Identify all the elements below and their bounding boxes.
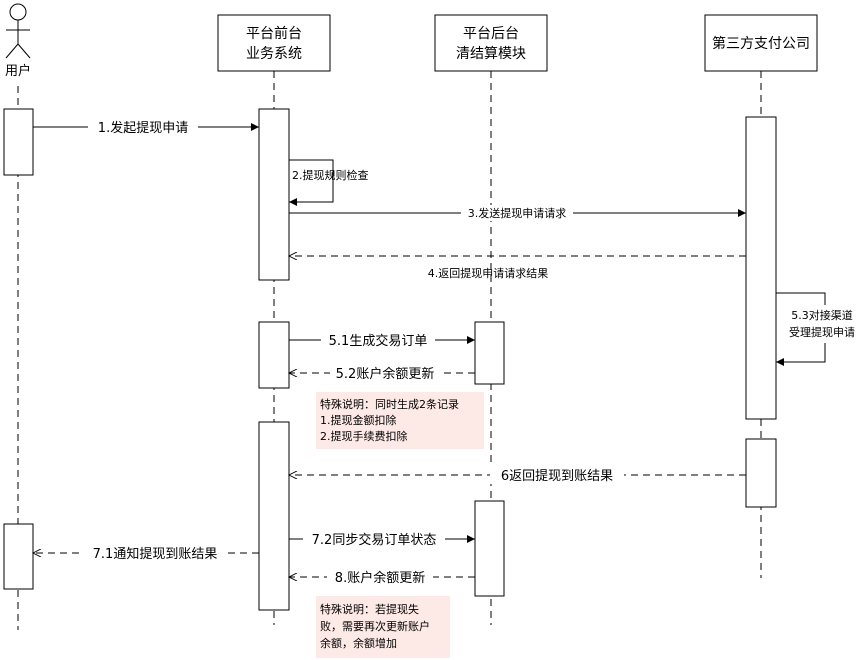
note-2-line1: 特殊说明：若提现失 [320, 602, 419, 616]
backend-activation-2 [474, 500, 505, 597]
third-party-activation-2 [745, 438, 777, 508]
message-5-1-label: 5.1生成交易订单 [329, 333, 428, 349]
message-3-label: 3.发送提现申请请求 [468, 206, 567, 220]
third-party-participant: 第三方支付公司 [704, 14, 818, 72]
note-1-line1: 特殊说明：同时生成2条记录 [320, 397, 459, 411]
user-activation-1 [3, 108, 34, 176]
frontend-activation-2 [258, 321, 290, 389]
frontend-participant: 平台前台 业务系统 [217, 14, 331, 72]
user-actor-label: 用户 [5, 63, 31, 79]
message-1-label: 1.发起提现申请 [98, 120, 188, 136]
frontend-activation-3 [258, 421, 290, 611]
third-party-activation-1 [745, 116, 777, 420]
message-8-label: 8.账户余额更新 [335, 570, 425, 586]
note-1-line3: 2.提现手续费扣除 [320, 429, 408, 443]
message-5-2-label: 5.2账户余额更新 [336, 366, 435, 382]
backend-label-line2: 清结算模块 [456, 46, 526, 62]
third-party-label: 第三方支付公司 [712, 35, 810, 52]
message-4-label: 4.返回提现申请请求结果 [428, 267, 549, 280]
message-5-3-label-line2: 受理提现申请 [789, 326, 855, 339]
message-2-arrow [289, 159, 334, 206]
note-2-line2: 败，需要再次更新账户 [320, 619, 430, 633]
user-actor-icon [5, 3, 31, 59]
frontend-activation-1 [258, 108, 290, 281]
message-7-1-label: 7.1通知提现到账结果 [93, 546, 218, 562]
message-6-label: 6返回提现到账结果 [501, 468, 613, 484]
backend-label-line1: 平台后台 [463, 26, 519, 42]
user-activation-2 [3, 523, 34, 590]
note-2-line3: 余额，余额增加 [320, 636, 397, 650]
message-5-3-label-line1: 5.3对接渠道 [791, 308, 853, 322]
message-2-label: 2.提现规则检查 [292, 168, 369, 182]
backend-participant: 平台后台 清结算模块 [434, 14, 548, 72]
frontend-label-line1: 平台前台 [246, 25, 302, 42]
backend-activation-1 [474, 321, 505, 385]
note-2: 特殊说明：若提现失 败，需要再次更新账户 余额，余额增加 [316, 596, 450, 658]
message-7-2-label: 7.2同步交易订单状态 [312, 532, 437, 548]
note-1: 特殊说明：同时生成2条记录 1.提现金额扣除 2.提现手续费扣除 [316, 392, 484, 449]
note-1-line2: 1.提现金额扣除 [320, 413, 397, 427]
frontend-label-line2: 业务系统 [246, 46, 302, 62]
